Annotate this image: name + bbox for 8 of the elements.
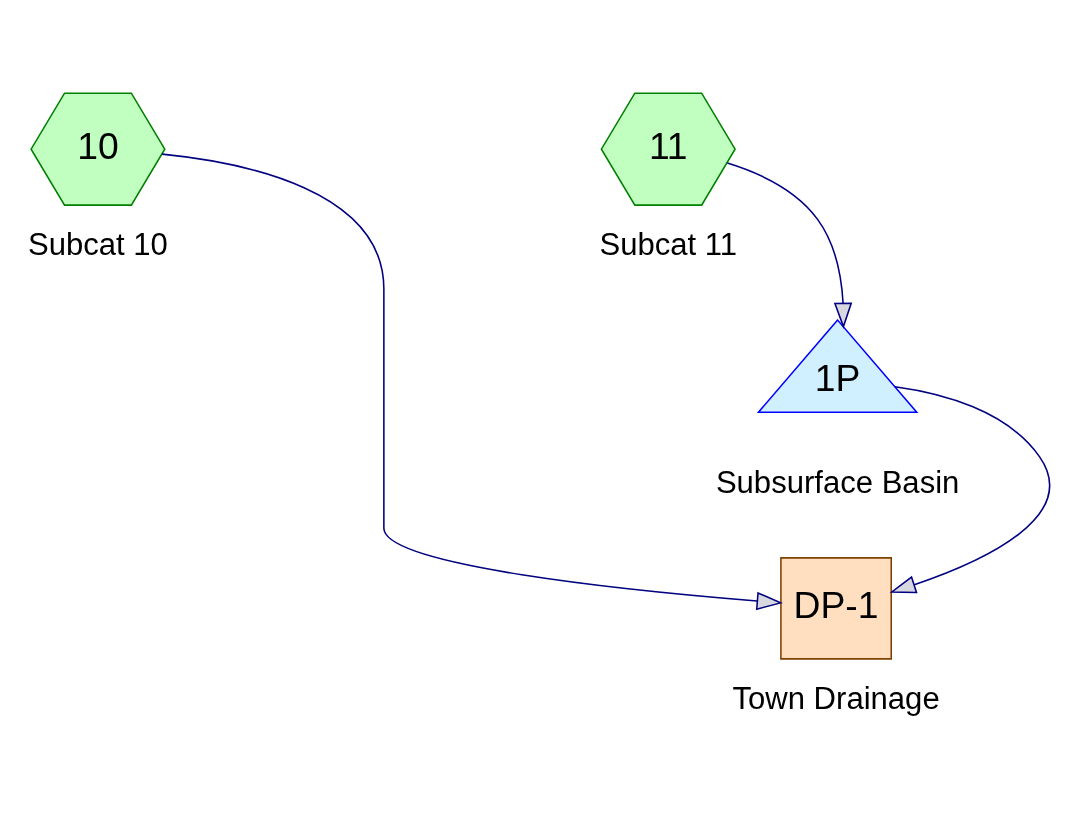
- node-label: Subcat 11: [599, 226, 738, 262]
- node-label: Subcat 10: [27, 226, 168, 262]
- arrow: [889, 385, 1051, 593]
- arrow: [726, 161, 853, 329]
- arrow: [161, 152, 783, 610]
- node-box: DP-1: [780, 556, 892, 660]
- node-label: Subsurface Basin: [715, 464, 960, 500]
- node-label: Town Drainage: [732, 680, 940, 716]
